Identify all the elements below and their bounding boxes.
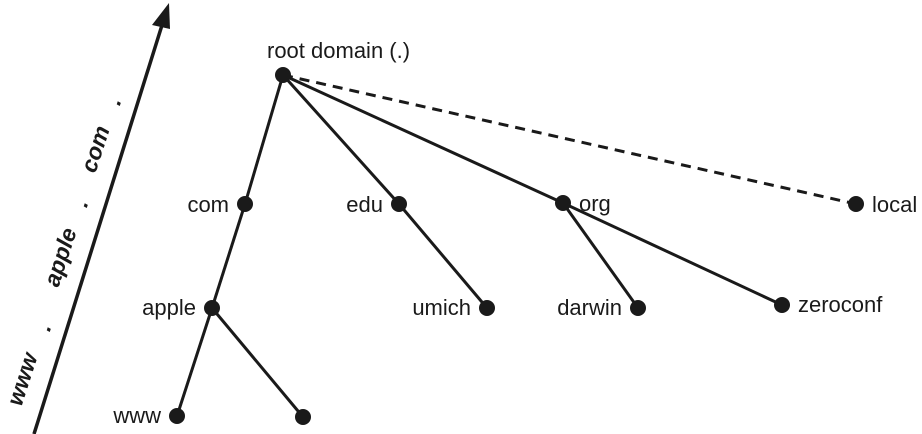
node-dot-www (169, 408, 185, 424)
query-label-token: com (75, 122, 114, 175)
node-dot-edu (391, 196, 407, 212)
node-dot-org (555, 195, 571, 211)
node-label-org: org (579, 191, 611, 216)
node-label-edu: edu (346, 192, 383, 217)
edge-org-darwin (561, 202, 640, 309)
edge-edu-umich (397, 203, 489, 309)
query-label-token: . (67, 196, 94, 210)
query-label-token: . (30, 320, 57, 334)
edge-org-zeroconf (562, 201, 783, 307)
edge-com-apple (210, 203, 247, 309)
edge-root-local (282, 73, 857, 206)
edge-root-org (282, 73, 564, 205)
edge-apple-www (175, 307, 214, 417)
node-label-www: www (112, 403, 161, 428)
edge-root-edu (281, 73, 401, 206)
node-label-com: com (187, 192, 229, 217)
node-label-local: local (872, 192, 917, 217)
node-label-zeroconf: zeroconf (798, 292, 883, 317)
node-dot-darwin (630, 300, 646, 316)
node-label-apple: apple (142, 295, 196, 320)
node-label-root: root domain (.) (267, 38, 410, 63)
node-dot-unnamed (295, 409, 311, 425)
query-label-token: apple (38, 224, 81, 289)
query-label-token: www (1, 347, 43, 408)
query-arrow-line (32, 21, 165, 434)
node-dot-zeroconf (774, 297, 790, 313)
query-arrow-head-icon (152, 3, 170, 29)
node-dot-local (848, 196, 864, 212)
query-label-token: . (100, 94, 127, 108)
node-dot-com (237, 196, 253, 212)
edge-root-com (243, 74, 285, 205)
node-dot-root (275, 67, 291, 83)
node-label-umich: umich (412, 295, 471, 320)
edge-apple-unnamed (210, 307, 305, 418)
node-dot-apple (204, 300, 220, 316)
node-label-darwin: darwin (557, 295, 622, 320)
node-dot-umich (479, 300, 495, 316)
